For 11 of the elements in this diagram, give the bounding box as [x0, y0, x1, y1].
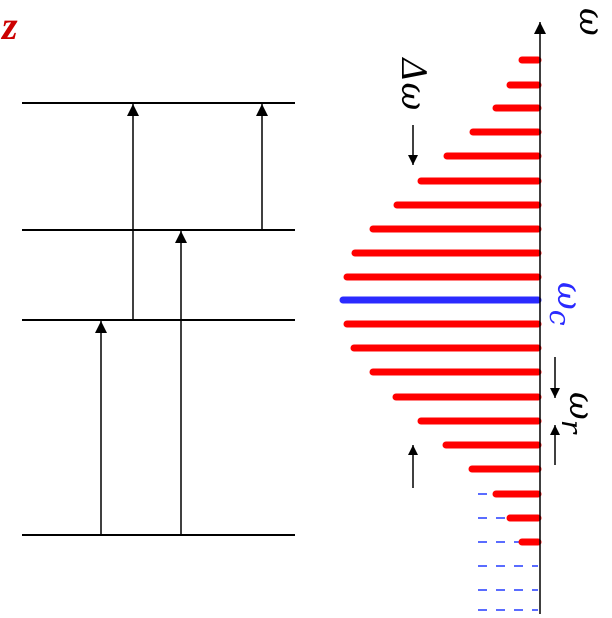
energy-level-line	[22, 102, 295, 104]
transition-arrow	[95, 321, 107, 534]
axis-letter: z	[2, 6, 18, 46]
transition-arrow	[127, 104, 139, 319]
energy-level-line	[22, 229, 295, 231]
axis-label: ω	[574, 8, 608, 36]
transition-arrow	[175, 231, 187, 534]
spacing-label: Δω	[396, 58, 430, 110]
energy-level-line	[22, 319, 295, 321]
energy-level-line	[22, 534, 295, 536]
transition-arrow	[256, 104, 268, 229]
